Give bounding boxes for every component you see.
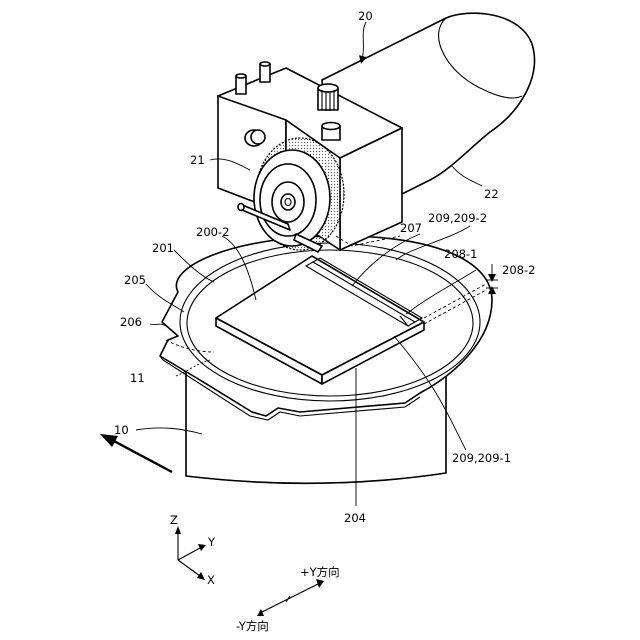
label-201: 201: [152, 241, 174, 255]
label-206: 206: [120, 315, 142, 329]
fitting-pin-2: [260, 62, 270, 82]
label-11: 11: [130, 371, 145, 385]
label-204: 204: [344, 511, 366, 525]
coordinate-axes: [175, 526, 206, 580]
label-20: 20: [358, 9, 373, 23]
plus-y-direction-label: +Y方向: [300, 565, 340, 579]
top-knob-small: [322, 123, 340, 141]
axis-label-z: Z: [170, 513, 178, 527]
label-209-209-2: 209,209-2: [428, 211, 487, 225]
fitting-pin-1: [236, 74, 246, 94]
label-209-209-1: 209,209-1: [452, 451, 511, 465]
label-205: 205: [124, 273, 146, 287]
feed-direction-arrow: [100, 434, 172, 472]
side-knob: [245, 130, 265, 146]
label-208-1: 208-1: [444, 247, 477, 261]
axis-label-y: Y: [207, 535, 216, 549]
y-direction-arrow: [257, 579, 324, 616]
label-207: 207: [400, 221, 422, 235]
top-knob-large: [318, 84, 338, 111]
minus-y-direction-label: -Y方向: [236, 619, 269, 633]
axis-label-x: X: [207, 573, 215, 587]
label-22: 22: [484, 187, 499, 201]
label-21: 21: [190, 153, 205, 167]
label-208-2: 208-2: [502, 263, 535, 277]
label-10: 10: [114, 423, 129, 437]
label-200-2: 200-2: [196, 225, 229, 239]
